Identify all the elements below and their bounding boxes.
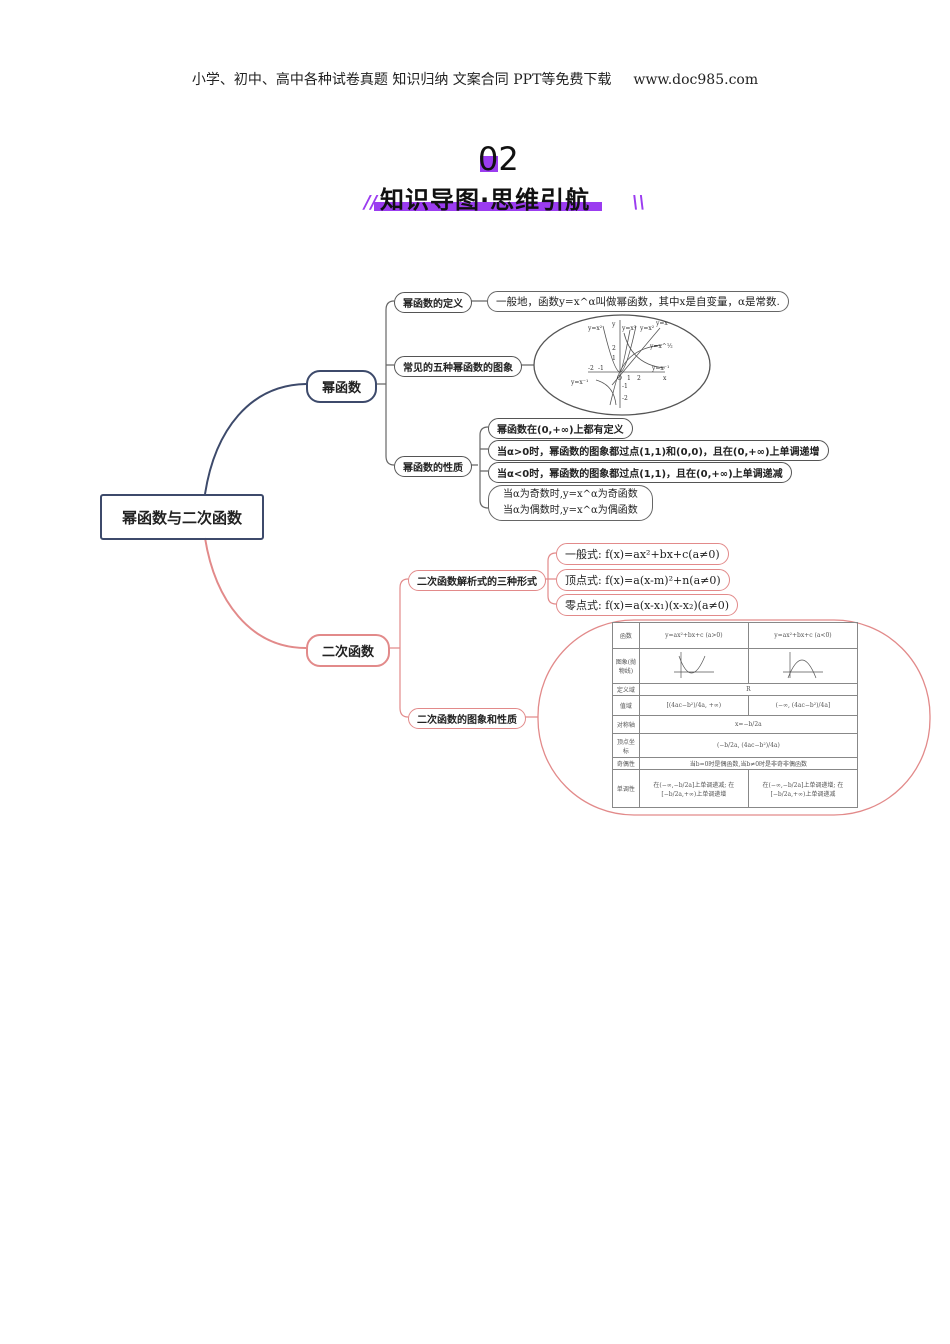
table-row: 顶点坐标(−b/2a, (4ac−b²)/4a) xyxy=(612,733,859,758)
cell: 奇偶性 xyxy=(612,757,640,770)
power-function-node[interactable]: 幂函数 xyxy=(306,370,378,403)
curve-label: y=x² xyxy=(587,325,603,332)
cell: 当b=0时是偶函数,当b≠0时是非奇非偶函数 xyxy=(638,757,859,770)
property-item: 幂函数在(0,+∞)上都有定义 xyxy=(488,418,633,439)
parity-odd: 当α为奇数时,y=x^α为奇函数 xyxy=(503,489,638,500)
cell: 顶点坐标 xyxy=(612,733,640,758)
curve-label: y=x² xyxy=(639,325,655,332)
tick-label: 2 xyxy=(637,375,641,382)
cell: 在(−∞,−b/2a]上单调递减; 在[−b/2a,+∞)上单调递增 xyxy=(638,769,749,808)
slash-decoration: \\ xyxy=(632,192,646,213)
graphs-node[interactable]: 常见的五种幂函数的图象 xyxy=(394,356,522,377)
cell: 图象(抛物线) xyxy=(612,648,640,684)
cell: 在(−∞,−b/2a]上单调递增; 在[−b/2a,+∞)上单调递减 xyxy=(747,769,859,808)
cell: (−∞, (4ac−b²)/4a] xyxy=(747,695,859,716)
tick-label: -1 xyxy=(622,383,628,390)
curve-label: y=x⁻¹ xyxy=(570,379,588,386)
cell: y=ax²+bx+c (a>0) xyxy=(638,622,749,649)
form-general: 一般式: f(x)=ax²+bx+c(a≠0) xyxy=(556,543,729,565)
quadratic-function-node[interactable]: 二次函数 xyxy=(306,634,391,667)
parity-even: 当α为偶数时,y=x^α为偶函数 xyxy=(503,505,638,516)
cell: y=ax²+bx+c (a<0) xyxy=(747,622,859,649)
root-node[interactable]: 幂函数与二次函数 xyxy=(100,494,264,540)
parabola-up-graph xyxy=(638,648,749,684)
tick-label: O xyxy=(617,375,622,382)
forms-node[interactable]: 二次函数解析式的三种形式 xyxy=(408,570,546,591)
curve-label: y=x^½ xyxy=(649,343,673,350)
cell: [(4ac−b²)/4a, +∞) xyxy=(638,695,749,716)
parabola-down-graph xyxy=(747,648,859,684)
tick-label: 1 xyxy=(612,355,616,362)
property-item: 当α>0时，幂函数的图象都过点(1,1)和(0,0)，且在(0,+∞)上单调递增 xyxy=(488,440,829,461)
definition-text: 一般地，函数y=x^α叫做幂函数，其中x是自变量，α是常数. xyxy=(487,291,789,312)
form-vertex: 顶点式: f(x)=a(x-m)²+n(a≠0) xyxy=(556,569,730,591)
tick-label: y xyxy=(611,321,616,328)
cell: (−b/2a, (4ac−b²)/4a) xyxy=(638,733,859,758)
table-row: 图象(抛物线) xyxy=(612,648,859,684)
table-row: 单调性在(−∞,−b/2a]上单调递减; 在[−b/2a,+∞)上单调递增在(−… xyxy=(612,769,859,808)
tick-label: -1 xyxy=(598,365,604,372)
cell: 对称轴 xyxy=(612,715,640,734)
cell: 定义域 xyxy=(612,683,640,696)
cell: x=−b/2a xyxy=(638,715,859,734)
slash-decoration: // xyxy=(364,192,378,213)
curve-label: y=x³ xyxy=(621,325,637,332)
property-item: 当α<0时，幂函数的图象都过点(1,1)，且在(0,+∞)上单调递减 xyxy=(488,462,792,483)
tick-label: -2 xyxy=(622,395,628,402)
tick-label: x xyxy=(663,375,667,382)
header-text: 小学、初中、高中各种试卷真题 知识归纳 文案合同 PPT等免费下载 xyxy=(191,72,612,88)
graph-oval xyxy=(533,314,711,416)
cell: R xyxy=(638,683,859,696)
section-number: 02 xyxy=(478,140,519,178)
definition-node[interactable]: 幂函数的定义 xyxy=(394,292,472,313)
form-zeros: 零点式: f(x)=a(x-x₁)(x-x₂)(a≠0) xyxy=(556,594,739,616)
tick-label: 1 xyxy=(627,375,631,382)
tick-label: 2 xyxy=(612,345,616,352)
header-link[interactable]: www.doc985.com xyxy=(633,72,759,88)
mindmap-connectors: y=x² y=x³ y=x² y=x y=x^½ y=x⁻¹ y=x⁻¹ -2 … xyxy=(204,300,931,816)
section-title: 知识导图·思维引航 xyxy=(374,180,603,215)
parity-node: 当α为奇数时,y=x^α为奇函数当α为偶数时,y=x^α为偶函数 xyxy=(488,485,653,521)
page-header: 小学、初中、高中各种试卷真题 知识归纳 文案合同 PPT等免费下载 www.doc… xyxy=(0,69,950,89)
curve-label: y=x⁻¹ xyxy=(651,365,669,372)
cell: 值域 xyxy=(612,695,640,716)
table-row: 奇偶性当b=0时是偶函数,当b≠0时是非奇非偶函数 xyxy=(612,757,859,770)
cell: 函数 xyxy=(612,622,640,649)
section-title-text: 知识导图·思维引航 xyxy=(380,186,591,214)
cell: 单调性 xyxy=(612,769,640,808)
tick-label: -2 xyxy=(588,365,594,372)
properties-node[interactable]: 幂函数的性质 xyxy=(394,456,472,477)
section-number-text: 02 xyxy=(478,140,519,178)
curve-label: y=x xyxy=(655,320,668,327)
table-row: 值域[(4ac−b²)/4a, +∞)(−∞, (4ac−b²)/4a] xyxy=(612,695,859,716)
table-node[interactable]: 二次函数的图象和性质 xyxy=(408,708,526,729)
